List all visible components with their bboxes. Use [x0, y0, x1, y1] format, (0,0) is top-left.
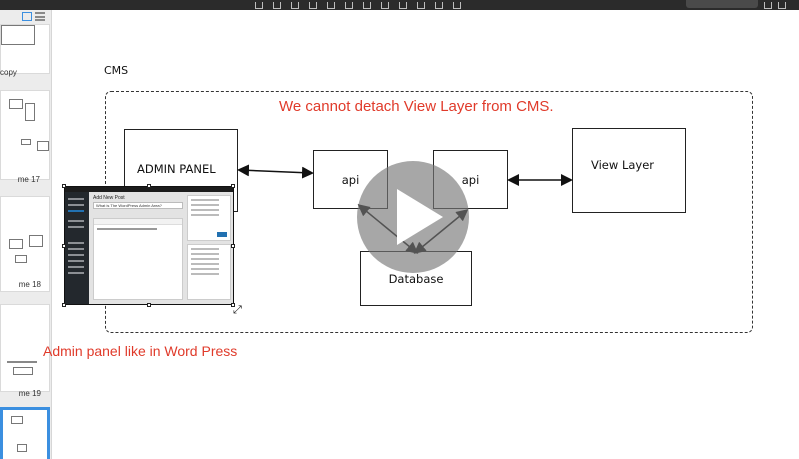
resize-handle[interactable]: [231, 184, 235, 188]
wp-page-title: Add New Post: [93, 195, 125, 201]
top-toolbar: [0, 0, 799, 10]
artboard-label: copy: [0, 68, 17, 77]
play-icon[interactable]: [397, 189, 443, 245]
artboard-thumbnail[interactable]: [0, 90, 50, 180]
toolbar-tool-icon[interactable]: [345, 1, 353, 9]
toolbar-icons: [255, 0, 555, 10]
toolbar-tool-icon[interactable]: [309, 1, 317, 9]
view-layer-label: View Layer: [591, 157, 655, 172]
database-label: Database: [388, 271, 444, 286]
artboard-sidebar: copy me 17 me 18 me 19: [0, 10, 52, 459]
resize-handle[interactable]: [62, 244, 66, 248]
artboard-thumbnail[interactable]: [0, 304, 50, 392]
toolbar-tool-icon[interactable]: [291, 1, 299, 9]
toolbar-tool-icon[interactable]: [273, 1, 281, 9]
toolbar-tool-icon[interactable]: [417, 1, 425, 9]
artboard-label: me 18: [18, 280, 41, 289]
toolbar-tool-icon[interactable]: [399, 1, 407, 9]
view-toggle: [22, 12, 50, 24]
admin-panel-label: ADMIN PANEL: [137, 161, 216, 176]
artboard-thumbnail[interactable]: [0, 196, 50, 292]
resize-handle[interactable]: [147, 184, 151, 188]
toolbar-tool-icon[interactable]: [453, 1, 461, 9]
list-view-icon[interactable]: [35, 12, 45, 21]
toolbar-search-field[interactable]: [686, 0, 758, 8]
toolbar-panel-icon[interactable]: [764, 1, 772, 9]
resize-handle[interactable]: [62, 184, 66, 188]
view-layer-box[interactable]: View Layer: [572, 128, 686, 213]
toolbar-right-icons: [764, 0, 794, 10]
resize-handle[interactable]: [231, 303, 235, 307]
wp-categories-box: [187, 244, 231, 300]
api-left-label: api: [341, 172, 360, 187]
toolbar-panel-icon[interactable]: [778, 1, 786, 9]
toolbar-tool-icon[interactable]: [255, 1, 263, 9]
wordpress-admin-screenshot[interactable]: Add New Post What is The WordPress Admin…: [64, 186, 234, 305]
resize-handle[interactable]: [147, 303, 151, 307]
cms-label: CMS: [104, 64, 129, 77]
video-play-overlay[interactable]: [357, 161, 469, 273]
toolbar-tool-icon[interactable]: [327, 1, 335, 9]
artboard-label: me 17: [17, 175, 40, 184]
resize-handle[interactable]: [62, 303, 66, 307]
wp-post-title: What is The WordPress Admin Area?: [93, 202, 183, 209]
bottom-note: Admin panel like in Word Press: [43, 343, 238, 359]
resize-handle[interactable]: [231, 244, 235, 248]
toolbar-tool-icon[interactable]: [435, 1, 443, 9]
toolbar-tool-icon[interactable]: [381, 1, 389, 9]
artboard-label: me 19: [18, 389, 41, 398]
grid-view-icon[interactable]: [22, 12, 32, 21]
wp-publish-box: [187, 195, 231, 241]
toolbar-tool-icon[interactable]: [363, 1, 371, 9]
artboard-thumbnail-selected[interactable]: [0, 407, 50, 459]
wp-editor: [93, 218, 183, 300]
api-right-label: api: [461, 172, 480, 187]
top-note: We cannot detach View Layer from CMS.: [279, 98, 554, 115]
resize-cursor-icon: ⤢: [233, 303, 242, 316]
artboard-thumbnail[interactable]: [0, 24, 50, 74]
